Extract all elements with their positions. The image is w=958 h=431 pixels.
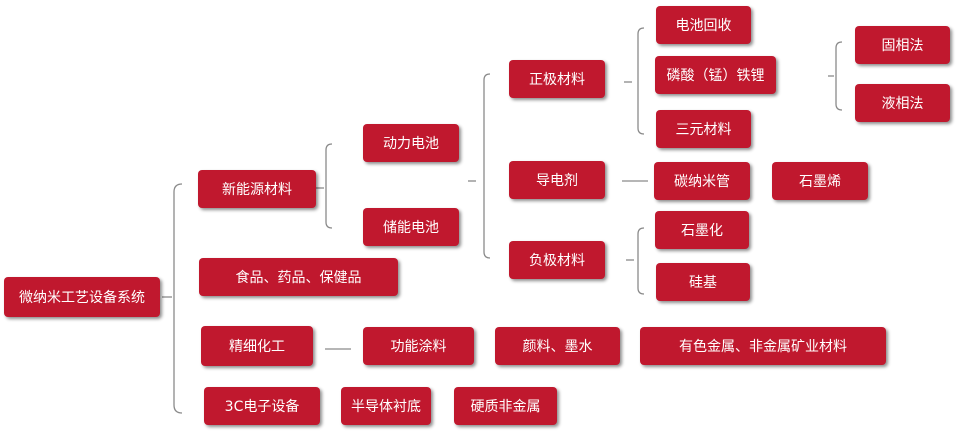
node-hard-nonmetal: 硬质非金属 <box>454 387 557 425</box>
node-semiconductor: 半导体衬底 <box>341 387 431 425</box>
node-pigments-inks: 颜料、墨水 <box>495 327 620 365</box>
node-power-battery: 动力电池 <box>363 124 459 162</box>
node-food-drug: 食品、药品、保健品 <box>199 258 398 296</box>
node-anode: 负极材料 <box>509 241 605 279</box>
node-metals-minerals: 有色金属、非金属矿业材料 <box>640 327 886 365</box>
node-storage-battery: 储能电池 <box>363 208 459 246</box>
node-liquid-phase: 液相法 <box>855 84 950 122</box>
node-ternary: 三元材料 <box>656 110 751 148</box>
node-graphitized: 石墨化 <box>655 211 749 249</box>
node-fine-chem: 精细化工 <box>201 326 313 366</box>
node-cathode: 正极材料 <box>509 60 605 98</box>
node-carbon-nanotube: 碳纳米管 <box>654 162 750 200</box>
node-lfp: 磷酸（锰）铁锂 <box>655 56 776 94</box>
node-solid-phase: 固相法 <box>855 26 950 64</box>
node-new-energy: 新能源材料 <box>198 170 316 208</box>
node-silicon: 硅基 <box>656 263 750 301</box>
node-conductive-agent: 导电剂 <box>509 161 605 199</box>
node-battery-recycle: 电池回收 <box>656 6 751 44</box>
node-functional-coatings: 功能涂料 <box>363 327 474 365</box>
root-node: 微纳米工艺设备系统 <box>4 277 160 317</box>
node-graphene: 石墨烯 <box>772 162 868 200</box>
node-3c-electronics: 3C电子设备 <box>204 387 320 425</box>
